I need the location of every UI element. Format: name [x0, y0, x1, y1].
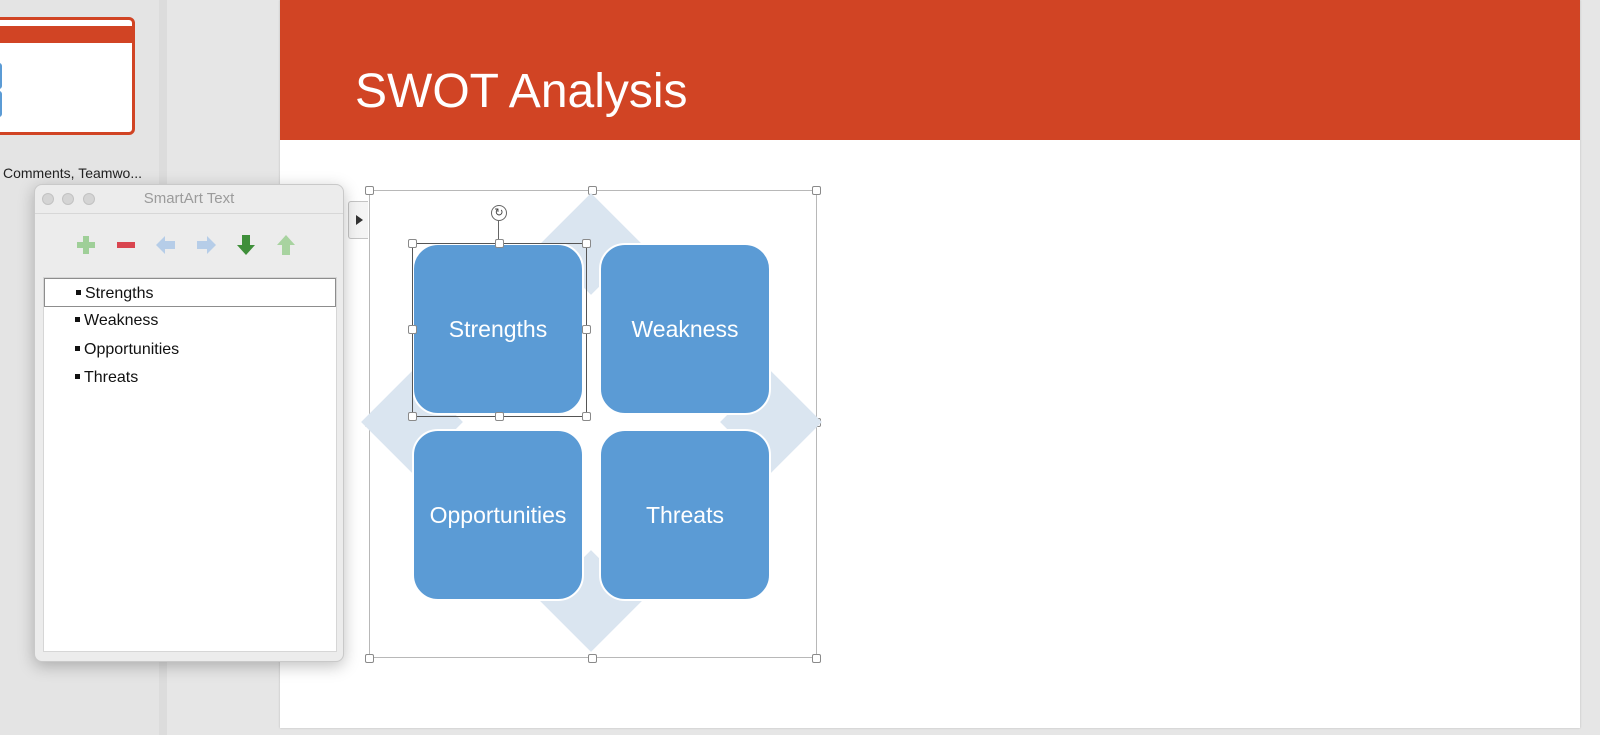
close-window-button[interactable]	[42, 193, 54, 205]
bullet-icon	[76, 290, 81, 295]
list-item-text: Opportunities	[84, 341, 180, 358]
bullet-icon	[75, 346, 80, 351]
list-item-text: Weakness	[84, 312, 159, 329]
thumbnail-shape	[0, 63, 2, 89]
bullet-icon	[75, 317, 80, 322]
promote-icon[interactable]	[153, 232, 179, 258]
resize-handle[interactable]	[408, 239, 417, 248]
resize-handle[interactable]	[495, 412, 504, 421]
resize-handle[interactable]	[582, 325, 591, 334]
minimize-window-button[interactable]	[62, 193, 74, 205]
smartart-text-list[interactable]: Strengths Weakness Opportunities Threats	[43, 277, 337, 652]
move-down-icon[interactable]	[233, 232, 259, 258]
list-item[interactable]: Opportunities	[44, 335, 336, 364]
resize-handle[interactable]	[365, 654, 374, 663]
tile-label: Opportunities	[429, 501, 567, 528]
thumbnail-shape	[0, 91, 2, 117]
resize-handle[interactable]	[365, 186, 374, 195]
list-item[interactable]: Weakness	[44, 306, 336, 335]
zoom-window-button[interactable]	[83, 193, 95, 205]
resize-handle[interactable]	[812, 654, 821, 663]
remove-icon[interactable]	[113, 232, 139, 258]
tile-weakness[interactable]: Weakness	[599, 243, 771, 415]
tile-strengths[interactable]: Strengths	[412, 243, 584, 415]
tile-label: Strengths	[448, 315, 548, 342]
list-item[interactable]: Threats	[44, 363, 336, 392]
thumbnail-caption: Comments, Teamwo...	[3, 165, 143, 181]
slide-title[interactable]: SWOT Analysis	[355, 65, 688, 118]
list-item-text: Strengths	[85, 285, 154, 302]
resize-handle[interactable]	[582, 239, 591, 248]
demote-icon[interactable]	[193, 232, 219, 258]
thumbnail-header-bar	[0, 26, 132, 43]
tile-opportunities[interactable]: Opportunities	[412, 429, 584, 601]
resize-handle[interactable]	[812, 186, 821, 195]
smartart-text-panel: SmartArt Text Strengths Weakness Opportu…	[34, 184, 344, 662]
tile-label: Weakness	[631, 315, 739, 342]
tile-label: Threats	[646, 501, 724, 528]
list-item[interactable]: Strengths	[44, 278, 336, 307]
panel-title: SmartArt Text	[143, 190, 235, 207]
move-up-icon[interactable]	[273, 232, 299, 258]
bullet-icon	[75, 374, 80, 379]
rotate-icon[interactable]: ↻	[491, 205, 507, 221]
resize-handle[interactable]	[495, 239, 504, 248]
panel-titlebar[interactable]: SmartArt Text	[35, 185, 343, 214]
resize-handle[interactable]	[408, 412, 417, 421]
rotate-stem	[498, 221, 499, 243]
resize-handle[interactable]	[582, 412, 591, 421]
list-item-text: Threats	[84, 369, 139, 386]
resize-handle[interactable]	[408, 325, 417, 334]
tile-threats[interactable]: Threats	[599, 429, 771, 601]
slide-header-bar: SWOT Analysis	[280, 0, 1580, 140]
text-pane-toggle-button[interactable]	[348, 201, 368, 239]
add-icon[interactable]	[73, 232, 99, 258]
slide-thumbnail[interactable]	[0, 17, 135, 135]
resize-handle[interactable]	[588, 654, 597, 663]
